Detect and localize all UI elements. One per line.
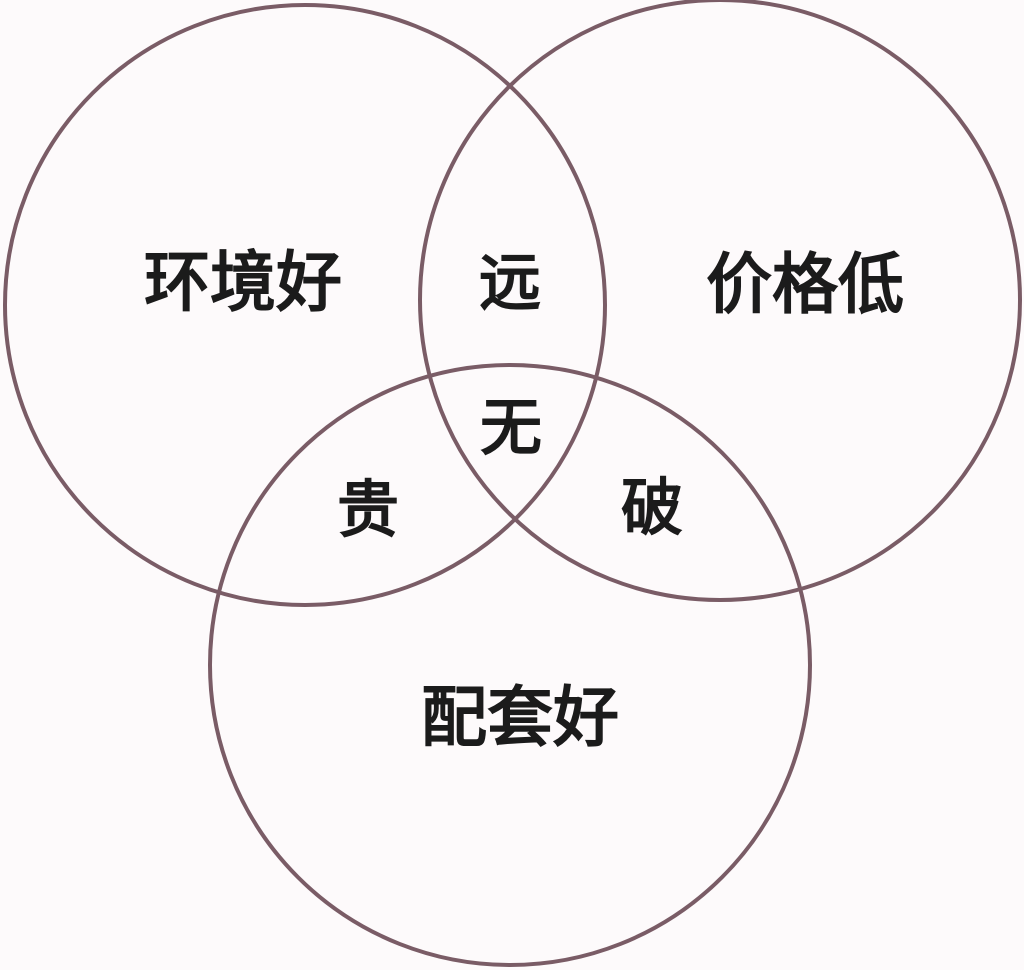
circle-left bbox=[3, 3, 607, 607]
circle-bottom bbox=[208, 363, 812, 967]
set-label-bottom: 配套好 bbox=[421, 679, 619, 756]
intersection-label-all: 无 bbox=[479, 391, 543, 464]
intersection-label-left-right: 远 bbox=[478, 246, 542, 319]
intersection-label-right-bottom: 破 bbox=[620, 471, 684, 544]
set-label-left: 环境好 bbox=[144, 244, 342, 321]
circle-right bbox=[418, 0, 1022, 602]
intersection-label-left-bottom: 贵 bbox=[336, 473, 400, 546]
set-label-right: 价格低 bbox=[706, 246, 904, 323]
